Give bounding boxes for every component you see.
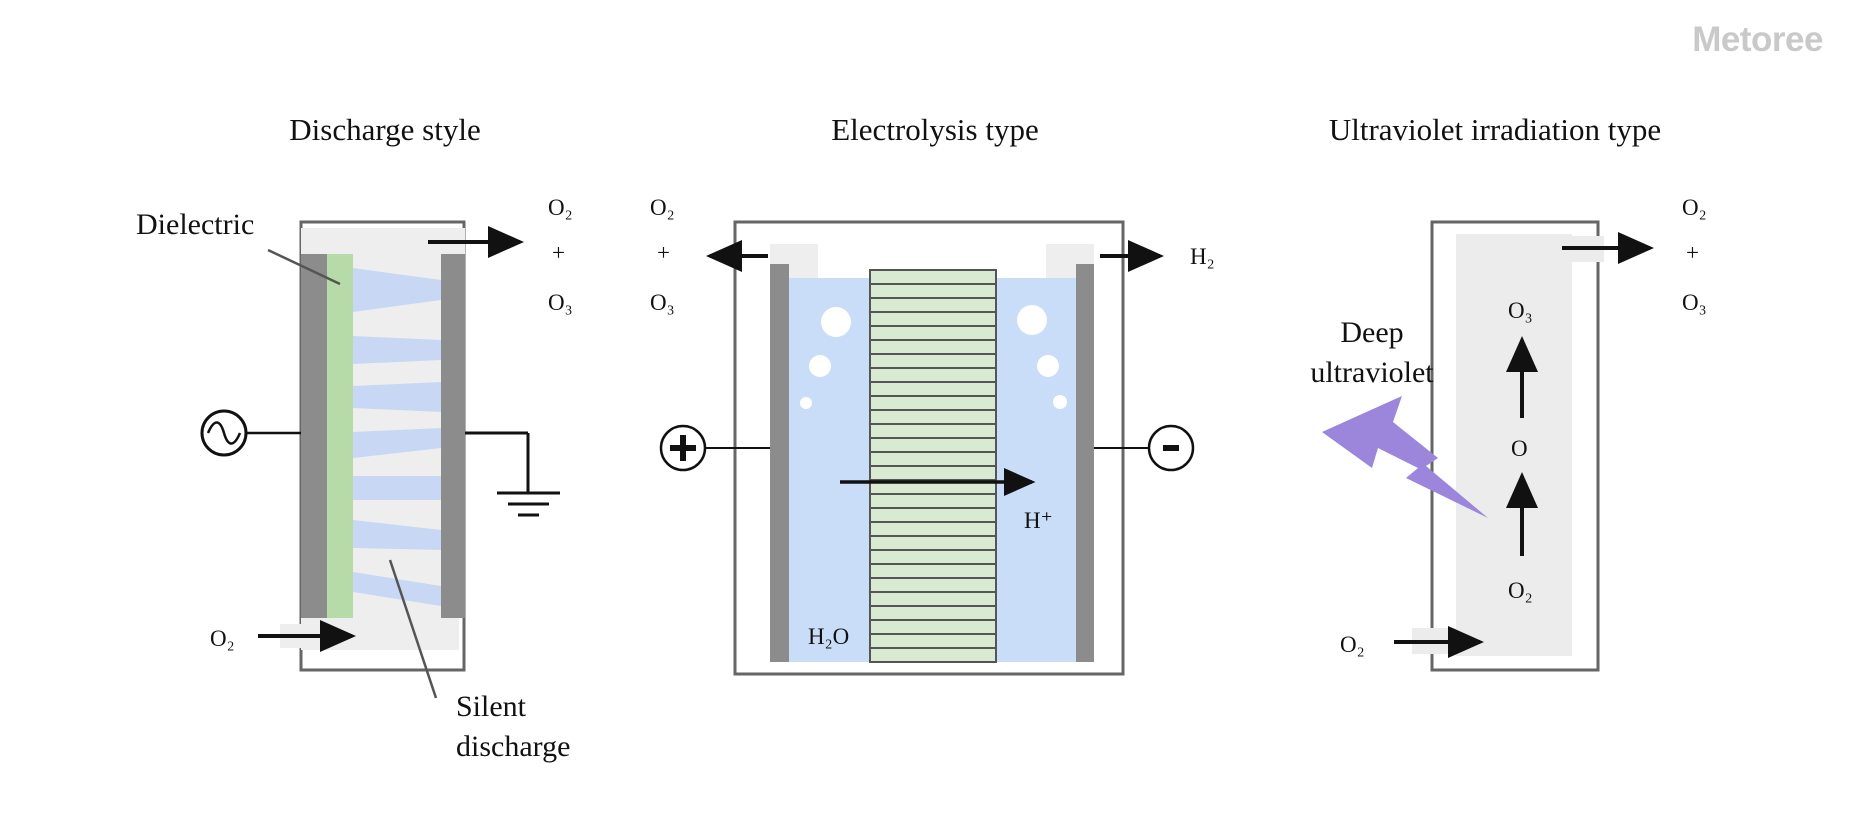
electrolysis-out-plus: +	[657, 240, 670, 265]
uv-out-plus: +	[1686, 240, 1699, 265]
uv-step-o3: O₃	[1508, 298, 1533, 323]
silent-label-1: Silent	[456, 690, 527, 723]
proton-label: H⁺	[1024, 508, 1053, 533]
anode-plate	[770, 264, 789, 662]
silent-discharge-leader	[388, 559, 438, 699]
electrolysis-title: Electrolysis type	[831, 112, 1038, 147]
electrolyte-right	[996, 278, 1076, 662]
ion-exchange-membrane	[869, 269, 997, 663]
metoree-watermark: Metoree	[1692, 20, 1823, 59]
silent-discharge-wedges	[353, 268, 441, 606]
cathode-terminal-icon	[1094, 424, 1195, 472]
uv-in-o2: O₂	[1340, 632, 1365, 657]
electrolyte-left	[788, 278, 874, 662]
dielectric-layer	[327, 254, 353, 618]
ground-icon	[465, 431, 560, 517]
uv-out-o2: O₂	[1682, 195, 1707, 220]
electrolysis-out-o3: O₃	[650, 290, 675, 315]
discharge-in-o2: O₂	[210, 626, 235, 651]
ground-electrode	[441, 254, 465, 618]
water-label: H₂O	[808, 624, 849, 649]
silent-label-2: discharge	[456, 730, 570, 763]
uv-chamber	[1456, 234, 1572, 656]
ac-source-icon	[200, 409, 301, 457]
electrolysis-panel: Electrolysis type H⁺ H₂O	[650, 112, 1215, 676]
uv-label-1: Deep	[1340, 316, 1403, 349]
anode-terminal-icon	[659, 424, 770, 472]
uv-label-2: ultraviolet	[1310, 356, 1434, 389]
uv-title: Ultraviolet irradiation type	[1329, 112, 1661, 147]
electrolysis-out-o2: O₂	[650, 195, 675, 220]
electrolysis-out-h2: H₂	[1190, 244, 1215, 269]
discharge-out-plus: +	[552, 240, 565, 265]
uv-out-o3: O₃	[1682, 290, 1707, 315]
uv-panel: Ultraviolet irradiation type O₂ O O₃ Dee…	[1310, 112, 1707, 672]
high-voltage-electrode	[301, 254, 327, 618]
discharge-out-o2: O₂	[548, 195, 573, 220]
uv-step-o2: O₂	[1508, 578, 1533, 603]
uv-lightning-icon	[1322, 396, 1488, 518]
discharge-title: Discharge style	[289, 112, 480, 147]
gas-bubbles	[800, 305, 1067, 409]
dielectric-label: Dielectric	[136, 208, 254, 241]
uv-step-o: O	[1511, 436, 1528, 461]
discharge-panel: Discharge style	[136, 112, 573, 763]
cathode-plate	[1076, 264, 1094, 662]
dielectric-leader	[267, 248, 341, 286]
discharge-out-o3: O₃	[548, 290, 573, 315]
